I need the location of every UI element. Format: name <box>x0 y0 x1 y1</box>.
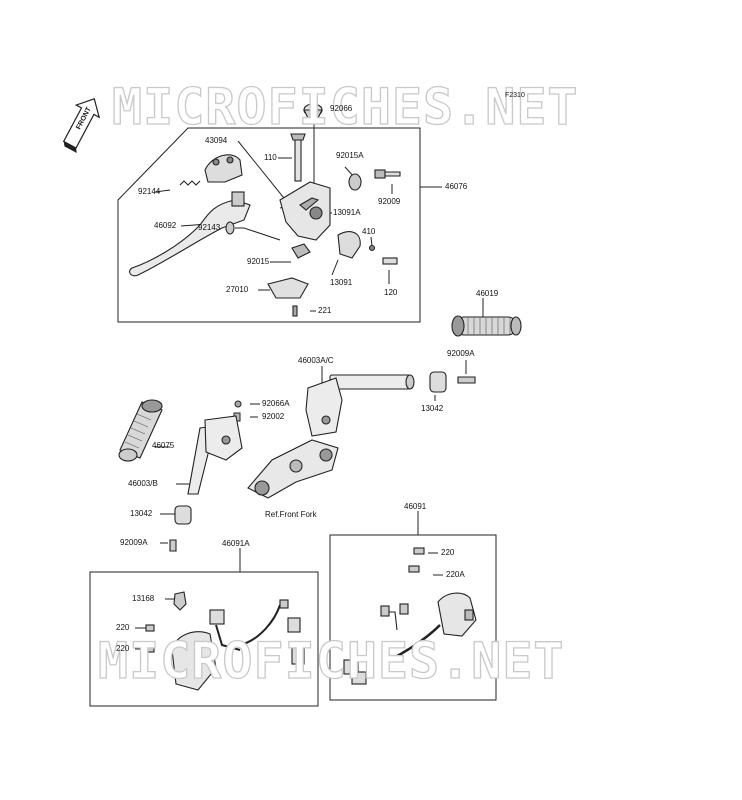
part-label-410: 410 <box>362 227 376 236</box>
part-label-110: 110 <box>264 153 277 162</box>
part-label-92009A-right: 92009A <box>447 349 475 358</box>
watermark-top: MICROFICHES.NET <box>111 78 579 136</box>
part-label-92015: 92015 <box>247 257 270 266</box>
left-grip <box>118 399 163 462</box>
upper-triple-clamp <box>247 439 339 499</box>
ref-front-fork-note: Ref.Front Fork <box>265 510 317 519</box>
part-label-220-left-2: 220 <box>116 644 130 653</box>
part-label-46019: 46019 <box>476 289 499 298</box>
part-label-92143: 92143 <box>198 223 221 232</box>
part-label-220A: 220A <box>446 570 465 579</box>
part-label-13042-left: 13042 <box>130 509 153 518</box>
figure-code: F2310 <box>505 92 525 99</box>
part-label-92009: 92009 <box>378 197 401 206</box>
part-label-92066A: 92066A <box>262 399 290 408</box>
part-label-221: 221 <box>318 306 332 315</box>
part-label-46003B: 46003/B <box>128 479 158 488</box>
right-switch-housing <box>343 547 477 685</box>
part-label-46092: 46092 <box>154 221 177 230</box>
part-label-92002: 92002 <box>262 412 285 421</box>
left-switch-box <box>89 571 319 707</box>
part-label-43094: 43094 <box>205 136 228 145</box>
watermark-bottom: MICROFICHES.NET <box>97 632 565 690</box>
part-label-92015A: 92015A <box>336 151 364 160</box>
right-grip <box>451 315 522 337</box>
part-label-120: 120 <box>384 288 398 297</box>
part-label-46076: 46076 <box>445 182 468 191</box>
part-label-46091A: 46091A <box>222 539 250 548</box>
right-handlebar <box>305 371 476 437</box>
right-switch-box <box>329 534 497 701</box>
part-label-220-left-1: 220 <box>116 623 130 632</box>
part-label-13168: 13168 <box>132 594 155 603</box>
part-label-220-right: 220 <box>441 548 455 557</box>
part-label-46003AC: 46003A/C <box>298 356 334 365</box>
front-arrow-icon <box>62 98 101 153</box>
clutch-lever-assembly <box>129 103 401 317</box>
part-label-92144: 92144 <box>138 187 161 196</box>
part-label-46075: 46075 <box>152 441 175 450</box>
part-label-13091: 13091 <box>330 278 353 287</box>
part-label-92066: 92066 <box>330 104 353 113</box>
part-label-13042-right: 13042 <box>421 404 444 413</box>
part-label-13091A: 13091A <box>333 208 361 217</box>
left-handlebar <box>169 415 243 552</box>
part-label-92009A-left: 92009A <box>120 538 148 547</box>
clutch-lever-box <box>117 127 421 323</box>
part-label-27010: 27010 <box>226 285 249 294</box>
left-switch-housing <box>145 591 305 691</box>
part-label-46091: 46091 <box>404 502 427 511</box>
